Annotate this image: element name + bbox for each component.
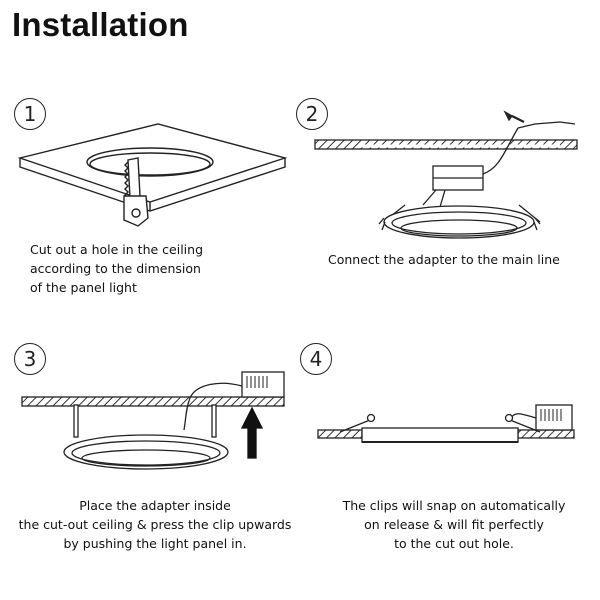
step-1-caption-line: of the panel light — [30, 280, 137, 295]
step-4-illustration — [317, 404, 575, 443]
step-3-number: 3 — [14, 343, 46, 375]
push-arrow-icon — [240, 406, 264, 459]
saw-icon — [123, 157, 149, 227]
step-3-caption-line: Place the adapter inside — [79, 498, 231, 513]
step-1-caption: Cut out a hole in the ceiling according … — [30, 240, 203, 297]
step-4-caption-line: The clips will snap on automatically — [342, 498, 566, 513]
step-2-caption-line: Connect the adapter to the main line — [328, 252, 560, 267]
step-1-illustration — [17, 123, 288, 227]
step-4-caption-line: on release & will fit perfectly — [364, 517, 544, 532]
step-2-number: 2 — [296, 98, 328, 130]
step-3-caption-line: the cut-out ceiling & press the clip upw… — [18, 517, 292, 532]
step-1-number: 1 — [14, 98, 46, 130]
step-2-caption: Connect the adapter to the main line — [328, 250, 560, 269]
page-title: Installation — [12, 6, 189, 43]
step-3-caption: Place the adapter inside the cut-out cei… — [0, 496, 310, 553]
step-4-number: 4 — [300, 343, 332, 375]
step-1-caption-line: Cut out a hole in the ceiling — [30, 242, 204, 257]
step-4-caption: The clips will snap on automatically on … — [308, 496, 600, 553]
step-2-illustration — [314, 110, 578, 239]
step-3-illustration — [21, 371, 285, 470]
step-4-caption-line: to the cut out hole. — [394, 536, 514, 551]
step-3-caption-line: by pushing the light panel in. — [63, 536, 247, 551]
step-1-caption-line: according to the dimension — [30, 261, 201, 276]
